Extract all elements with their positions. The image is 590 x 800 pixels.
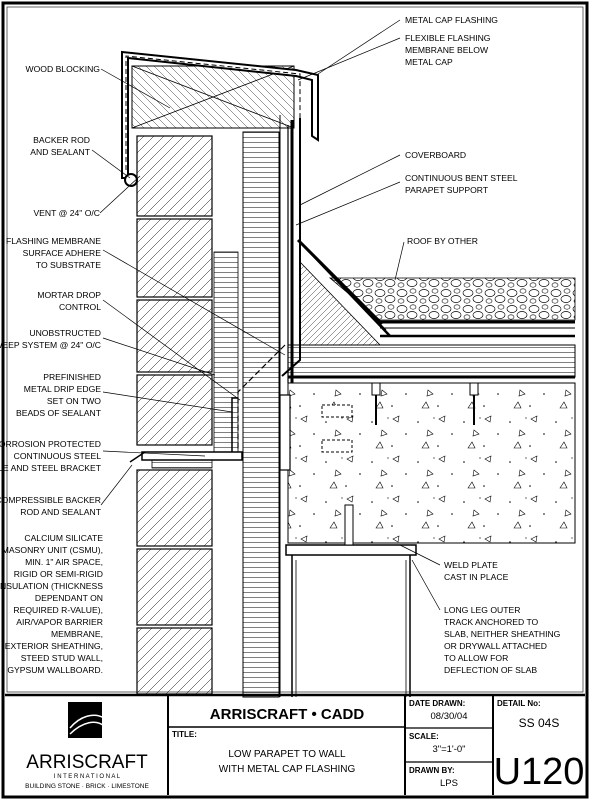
bent-steel-support bbox=[281, 118, 301, 377]
label-weld-1: WELD PLATE bbox=[444, 560, 498, 570]
detail-code: SS 04S bbox=[519, 716, 560, 730]
label-wall-6: DEPENDANT ON bbox=[35, 593, 103, 603]
label-flex-flash-1: FLEXIBLE FLASHING bbox=[405, 33, 491, 43]
label-wall-11: STEED STUD WALL, bbox=[21, 653, 103, 663]
label-drip-1: PREFINISHED bbox=[43, 372, 101, 382]
label-coverboard: COVERBOARD bbox=[405, 150, 466, 160]
label-wall-1: CALCIUM SILICATE bbox=[24, 533, 103, 543]
label-backer-rod-2: AND SEALANT bbox=[30, 147, 90, 157]
label-flash-mem-1: FLASHING MEMBRANE bbox=[6, 236, 101, 246]
logo-name: ARRISCRAFT bbox=[26, 752, 148, 773]
label-track-4: OR DRYWALL ATTACHED bbox=[444, 641, 547, 651]
label-roof-by-other: ROOF BY OTHER bbox=[407, 236, 478, 246]
label-wall-12: GYPSUM WALLBOARD. bbox=[7, 665, 103, 675]
title-block: ARRISCRAFT I N T E R N A T I O N A L BUI… bbox=[5, 693, 585, 795]
label-bent-steel-2: PARAPET SUPPORT bbox=[405, 185, 489, 195]
flashing-membrane-line bbox=[237, 344, 286, 455]
label-track-6: DEFLECTION OF SLAB bbox=[444, 665, 537, 675]
label-backer-rod-1: BACKER ROD bbox=[33, 135, 90, 145]
arriscraft-logo: ARRISCRAFT I N T E R N A T I O N A L BUI… bbox=[25, 702, 149, 790]
label-wall-10: EXTERIOR SHEATHING, bbox=[5, 641, 103, 651]
label-track-5: TO ALLOW FOR bbox=[444, 653, 508, 663]
parapet-sheathing bbox=[242, 131, 280, 698]
title-label: TITLE: bbox=[172, 730, 197, 739]
scale-label: SCALE: bbox=[409, 732, 439, 741]
label-wall-4: RIGID OR SEMI-RIGID bbox=[14, 569, 103, 579]
label-wall-5: INSULATION (THICKNESS bbox=[0, 581, 103, 591]
label-weep-1: UNOBSTRUCTED bbox=[29, 328, 101, 338]
label-corrosion-3: ANGLE AND STEEL BRACKET bbox=[0, 463, 102, 473]
label-track-1: LONG LEG OUTER bbox=[444, 605, 520, 615]
label-wall-7: REQUIRED R-VALUE), bbox=[13, 605, 103, 615]
label-drip-4: BEADS OF SEALANT bbox=[16, 408, 102, 418]
label-wall-3: MIN. 1" AIR SPACE, bbox=[25, 557, 103, 567]
leader-lines bbox=[91, 19, 441, 611]
company-name: ARRISCRAFT • CADD bbox=[210, 706, 365, 723]
steel-angle bbox=[141, 451, 243, 461]
label-vent: VENT @ 24" O/C bbox=[33, 208, 100, 218]
label-track-2: TRACK ANCHORED TO bbox=[444, 617, 539, 627]
roof-deck bbox=[287, 344, 576, 378]
label-flex-flash-3: METAL CAP bbox=[405, 57, 453, 67]
scale-value: 3"=1'-0" bbox=[432, 744, 465, 755]
label-drip-3: SET ON TWO bbox=[47, 396, 101, 406]
label-weep-2: WEEP SYSTEM @ 24" O/C bbox=[0, 340, 101, 350]
title-line-2: WITH METAL CAP FLASHING bbox=[219, 764, 356, 775]
metal-cap-flashing bbox=[121, 50, 319, 179]
label-wall-2: MASONRY UNIT (CSMU), bbox=[2, 545, 103, 555]
detail-number: U120 bbox=[494, 751, 585, 793]
steel-bracket bbox=[279, 394, 291, 471]
drawn-by-value: LPS bbox=[440, 778, 458, 789]
title-line-1: LOW PARAPET TO WALL bbox=[228, 749, 346, 760]
stud-track bbox=[285, 544, 417, 556]
label-wall-9: MEMBRANE, bbox=[51, 629, 103, 639]
label-wood-blocking: WOOD BLOCKING bbox=[26, 64, 101, 74]
label-corrosion-1: CORROSION PROTECTED bbox=[0, 439, 101, 449]
label-compressible-1: COMPRESSIBLE BACKER bbox=[0, 495, 101, 505]
label-bent-steel-1: CONTINUOUS BENT STEEL bbox=[405, 173, 518, 183]
label-corrosion-2: CONTINUOUS STEEL bbox=[14, 451, 102, 461]
drip-edge bbox=[231, 397, 238, 455]
label-flex-flash-2: MEMBRANE BELOW bbox=[405, 45, 489, 55]
logo-tagline: BUILDING STONE · BRICK · LIMESTONE bbox=[25, 783, 149, 790]
label-track-3: SLAB, NEITHER SHEATHING bbox=[444, 629, 561, 639]
logo-sub: I N T E R N A T I O N A L bbox=[54, 774, 121, 780]
detail-label: DETAIL No: bbox=[497, 699, 541, 708]
section-drawing bbox=[121, 50, 576, 698]
label-flash-mem-3: TO SUBSTRATE bbox=[36, 260, 101, 270]
label-wall-8: AIR/VAPOR BARRIER bbox=[16, 617, 103, 627]
label-metal-cap: METAL CAP FLASHING bbox=[405, 15, 498, 25]
label-mortar-1: MORTAR DROP bbox=[37, 290, 101, 300]
label-compressible-2: ROD AND SEALANT bbox=[20, 507, 101, 517]
cavity-insulation bbox=[213, 251, 239, 453]
label-weld-2: CAST IN PLACE bbox=[444, 572, 509, 582]
slab-anchors bbox=[321, 382, 479, 546]
date-label: DATE DRAWN: bbox=[409, 699, 465, 708]
drawn-by-label: DRAWN BY: bbox=[409, 766, 455, 775]
date-value: 08/30/04 bbox=[431, 711, 468, 722]
callout-labels: METAL CAP FLASHING FLEXIBLE FLASHING MEM… bbox=[0, 15, 561, 675]
label-drip-2: METAL DRIP EDGE bbox=[24, 384, 101, 394]
masonry-units bbox=[136, 135, 213, 695]
backer-rod bbox=[124, 173, 138, 187]
roof-gravel-ballast bbox=[328, 277, 576, 321]
label-flash-mem-2: SURFACE ADHERE bbox=[23, 248, 102, 258]
label-mortar-2: CONTROL bbox=[59, 302, 101, 312]
